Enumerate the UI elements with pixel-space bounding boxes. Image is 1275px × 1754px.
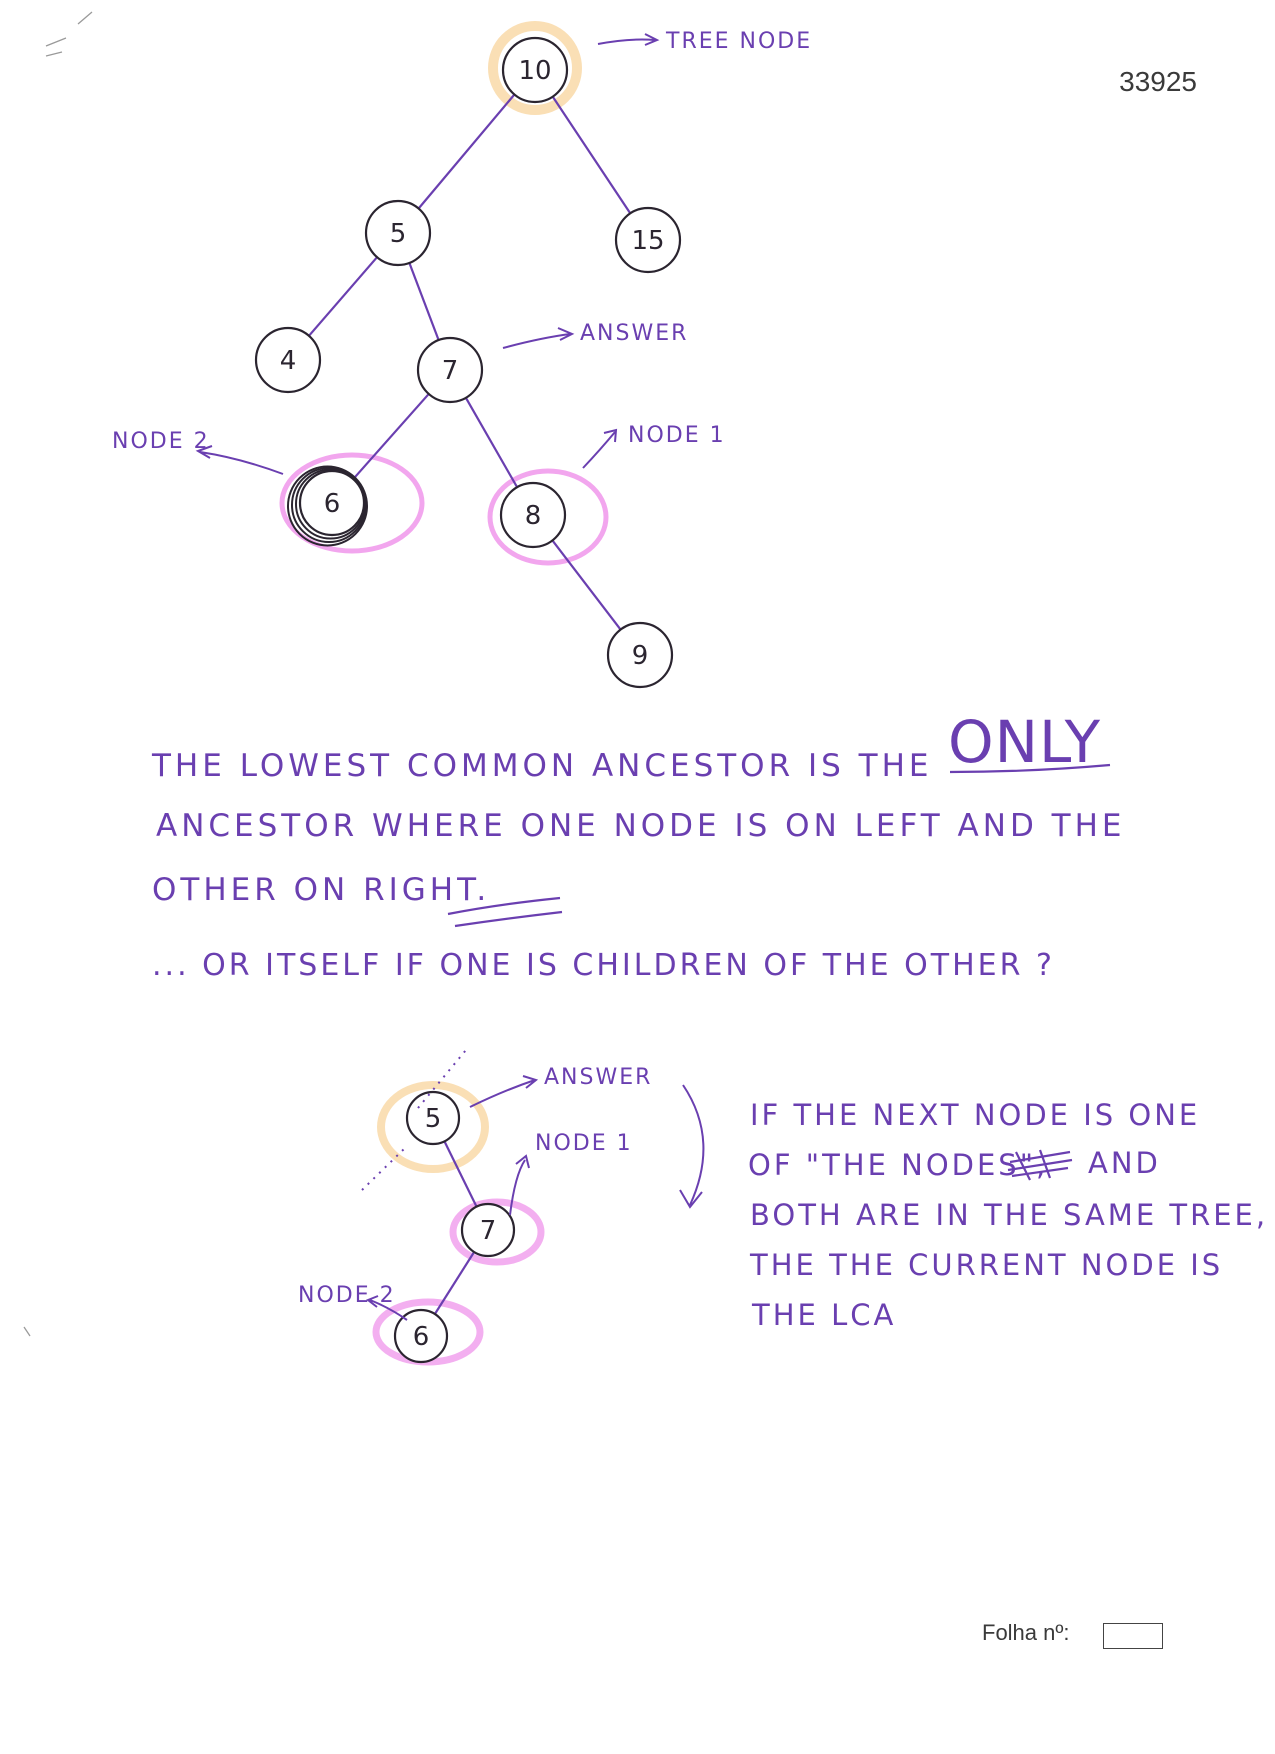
side-note-line2a: OF "THE NODES",	[748, 1148, 1049, 1182]
label-node2: NODE 2	[112, 429, 210, 454]
label-answer-2: ANSWER	[544, 1065, 652, 1090]
tree2-annotations	[361, 1049, 705, 1321]
para-line4: ... OR ITSELF IF ONE IS CHILDREN OF THE …	[152, 948, 1055, 983]
node-label: 7	[442, 356, 459, 386]
tree2-edges	[433, 1140, 478, 1315]
node-circle	[606, 621, 674, 689]
node-label: 7	[480, 1216, 497, 1246]
node-circle	[499, 481, 567, 549]
tree-node-5: 5	[405, 1090, 461, 1146]
edge-n5-n7	[408, 262, 440, 341]
node-circle	[416, 336, 484, 404]
node-label: 15	[631, 226, 664, 256]
node-label: 9	[632, 641, 649, 671]
tree-node-6: 6	[393, 1308, 449, 1364]
label-node2-2: NODE 2	[298, 1283, 396, 1308]
node-circle	[501, 36, 569, 104]
node-label: 5	[425, 1104, 442, 1134]
tree-node-10: 10	[501, 36, 569, 104]
underline-right-2	[454, 910, 563, 928]
tree-node-4: 4	[254, 326, 322, 394]
node-circle	[393, 1308, 449, 1364]
side-note-line3: BOTH ARE IN THE SAME TREE,	[750, 1198, 1269, 1232]
para-line3: OTHER ON RIGHT.	[152, 872, 491, 908]
edge-m5-m7	[443, 1140, 478, 1208]
node-circle	[254, 326, 322, 394]
node-label: 10	[518, 56, 551, 86]
arrow-node2	[195, 445, 284, 475]
halo-root-orange	[488, 21, 582, 115]
highlight-halos	[279, 21, 609, 1366]
node-circle	[460, 1202, 516, 1258]
tree1-annotations	[195, 33, 660, 475]
edge-n7-n8	[464, 397, 519, 488]
node-label: 6	[413, 1322, 430, 1352]
edge-n10-n15	[551, 96, 632, 214]
folha-number-box	[1103, 1623, 1163, 1649]
folha-label: Folha nº:	[982, 1620, 1070, 1645]
side-note-line2b: AND	[1088, 1146, 1161, 1180]
tree-node-7: 7	[416, 336, 484, 404]
label-node1-2: NODE 1	[535, 1131, 633, 1156]
margin-marks	[23, 11, 93, 1337]
node-label: 5	[390, 219, 407, 249]
node-circle	[405, 1090, 461, 1146]
para-line1b-only: ONLY	[948, 708, 1102, 776]
underline-right-1	[447, 896, 561, 916]
arrow-answer	[502, 327, 575, 349]
node-circle	[614, 206, 682, 274]
para-line2: ANCESTOR WHERE ONE NODE IS ON LEFT AND T…	[156, 808, 1126, 844]
node-circle-overdraw	[287, 465, 368, 547]
side-note-line4: THE THE CURRENT NODE IS	[750, 1248, 1224, 1282]
scribble-mark	[1007, 1149, 1073, 1181]
tree-node-15: 15	[614, 206, 682, 274]
edge-n5-n4	[308, 256, 378, 337]
tree1-edges	[308, 93, 632, 631]
halo-m5-orange	[377, 1081, 489, 1173]
arrow-tree-node	[597, 33, 660, 46]
tree1-nodes: 10 5 15 4 7 6 8 9	[254, 36, 682, 689]
edge-m7-m6	[433, 1251, 476, 1315]
arrow-node1-2	[509, 1154, 530, 1216]
node-circle	[364, 199, 432, 267]
arrow-node2-2	[366, 1295, 408, 1321]
curved-arrow-side	[679, 1084, 705, 1209]
node-label: 4	[280, 346, 297, 376]
node-label: 8	[525, 501, 542, 531]
tree-node-5: 5	[364, 199, 432, 267]
tree-node-7: 7	[460, 1202, 516, 1258]
tree-node-9: 9	[606, 621, 674, 689]
halo-node6-pink	[279, 452, 425, 554]
side-note-line5: THE LCA	[752, 1298, 897, 1332]
para-line1a: THE LOWEST COMMON ANCESTOR IS THE	[152, 748, 933, 784]
edge-n7-n6	[352, 393, 430, 480]
label-tree-node: TREE NODE	[665, 29, 812, 54]
arrow-node1	[582, 428, 618, 469]
tree2-nodes: 5 7 6	[393, 1090, 516, 1364]
page-number: 33925	[1119, 66, 1197, 97]
halo-node8-pink	[487, 468, 609, 566]
label-answer: ANSWER	[580, 321, 688, 346]
node-label: 6	[324, 489, 341, 519]
label-node1: NODE 1	[628, 423, 726, 448]
arrow-answer-2	[469, 1075, 539, 1108]
underline-only	[949, 763, 1111, 774]
halo-m7-pink	[449, 1198, 545, 1266]
edge-n8-n9	[551, 539, 622, 631]
edge-n10-n5	[417, 93, 516, 210]
tree-node-8: 8	[499, 481, 567, 549]
side-note-line1: IF THE NEXT NODE IS ONE	[750, 1098, 1201, 1132]
emphasis-underlines	[447, 763, 1111, 928]
tree-node-6: 6	[287, 465, 368, 547]
